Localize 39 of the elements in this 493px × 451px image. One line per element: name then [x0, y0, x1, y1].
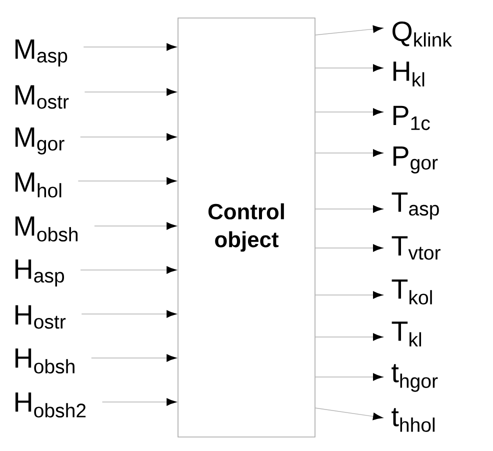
signal-label: H$_{obsh2}$	[15, 392, 86, 418]
arrow	[102, 398, 176, 406]
arrow	[94, 222, 176, 230]
arrow	[315, 108, 383, 116]
signal-label: t$_{hgor}$	[392, 364, 438, 392]
signal-label: P$_{gor}$	[393, 146, 438, 174]
signal-label: M$_{hol}$	[15, 172, 62, 198]
signal-label: T$_{kol}$	[392, 280, 432, 304]
process-box: Control object	[178, 18, 316, 438]
arrow	[80, 266, 176, 274]
signal-label: T$_{vtor}$	[392, 236, 440, 260]
signal-label: M$_{obsh}$	[15, 216, 78, 242]
signal-label: T$_{asp}$	[392, 192, 439, 220]
arrow	[315, 25, 383, 36]
arrow	[78, 177, 176, 185]
arrow	[315, 291, 383, 299]
signal-label: t$_{hhol}$	[392, 408, 435, 432]
signal-label: P$_{1c}$	[393, 106, 430, 130]
signal-label: M$_{gor}$	[15, 128, 64, 154]
arrow	[315, 373, 383, 381]
arrow	[315, 149, 383, 157]
signal-label: H$_{ostr}$	[15, 305, 66, 329]
arrow	[315, 244, 383, 252]
arrow	[315, 64, 383, 72]
arrow	[315, 205, 383, 213]
arrow	[315, 333, 383, 341]
signal-label: M$_{asp}$	[15, 40, 68, 66]
signal-label: T$_{kl}$	[392, 322, 422, 346]
signal-label: H$_{obsh}$	[15, 348, 74, 374]
arrow	[315, 408, 383, 420]
signal-label: M$_{ostr}$	[15, 85, 69, 109]
arrow	[83, 43, 176, 51]
signal-label: H$_{asp}$	[15, 260, 64, 286]
arrow	[91, 354, 176, 362]
signal-label: H$_{kl}$	[393, 62, 424, 86]
arrow	[81, 310, 176, 318]
arrow	[80, 133, 176, 141]
arrow	[84, 88, 176, 96]
signal-label: Q$_{klink}$	[392, 21, 452, 47]
